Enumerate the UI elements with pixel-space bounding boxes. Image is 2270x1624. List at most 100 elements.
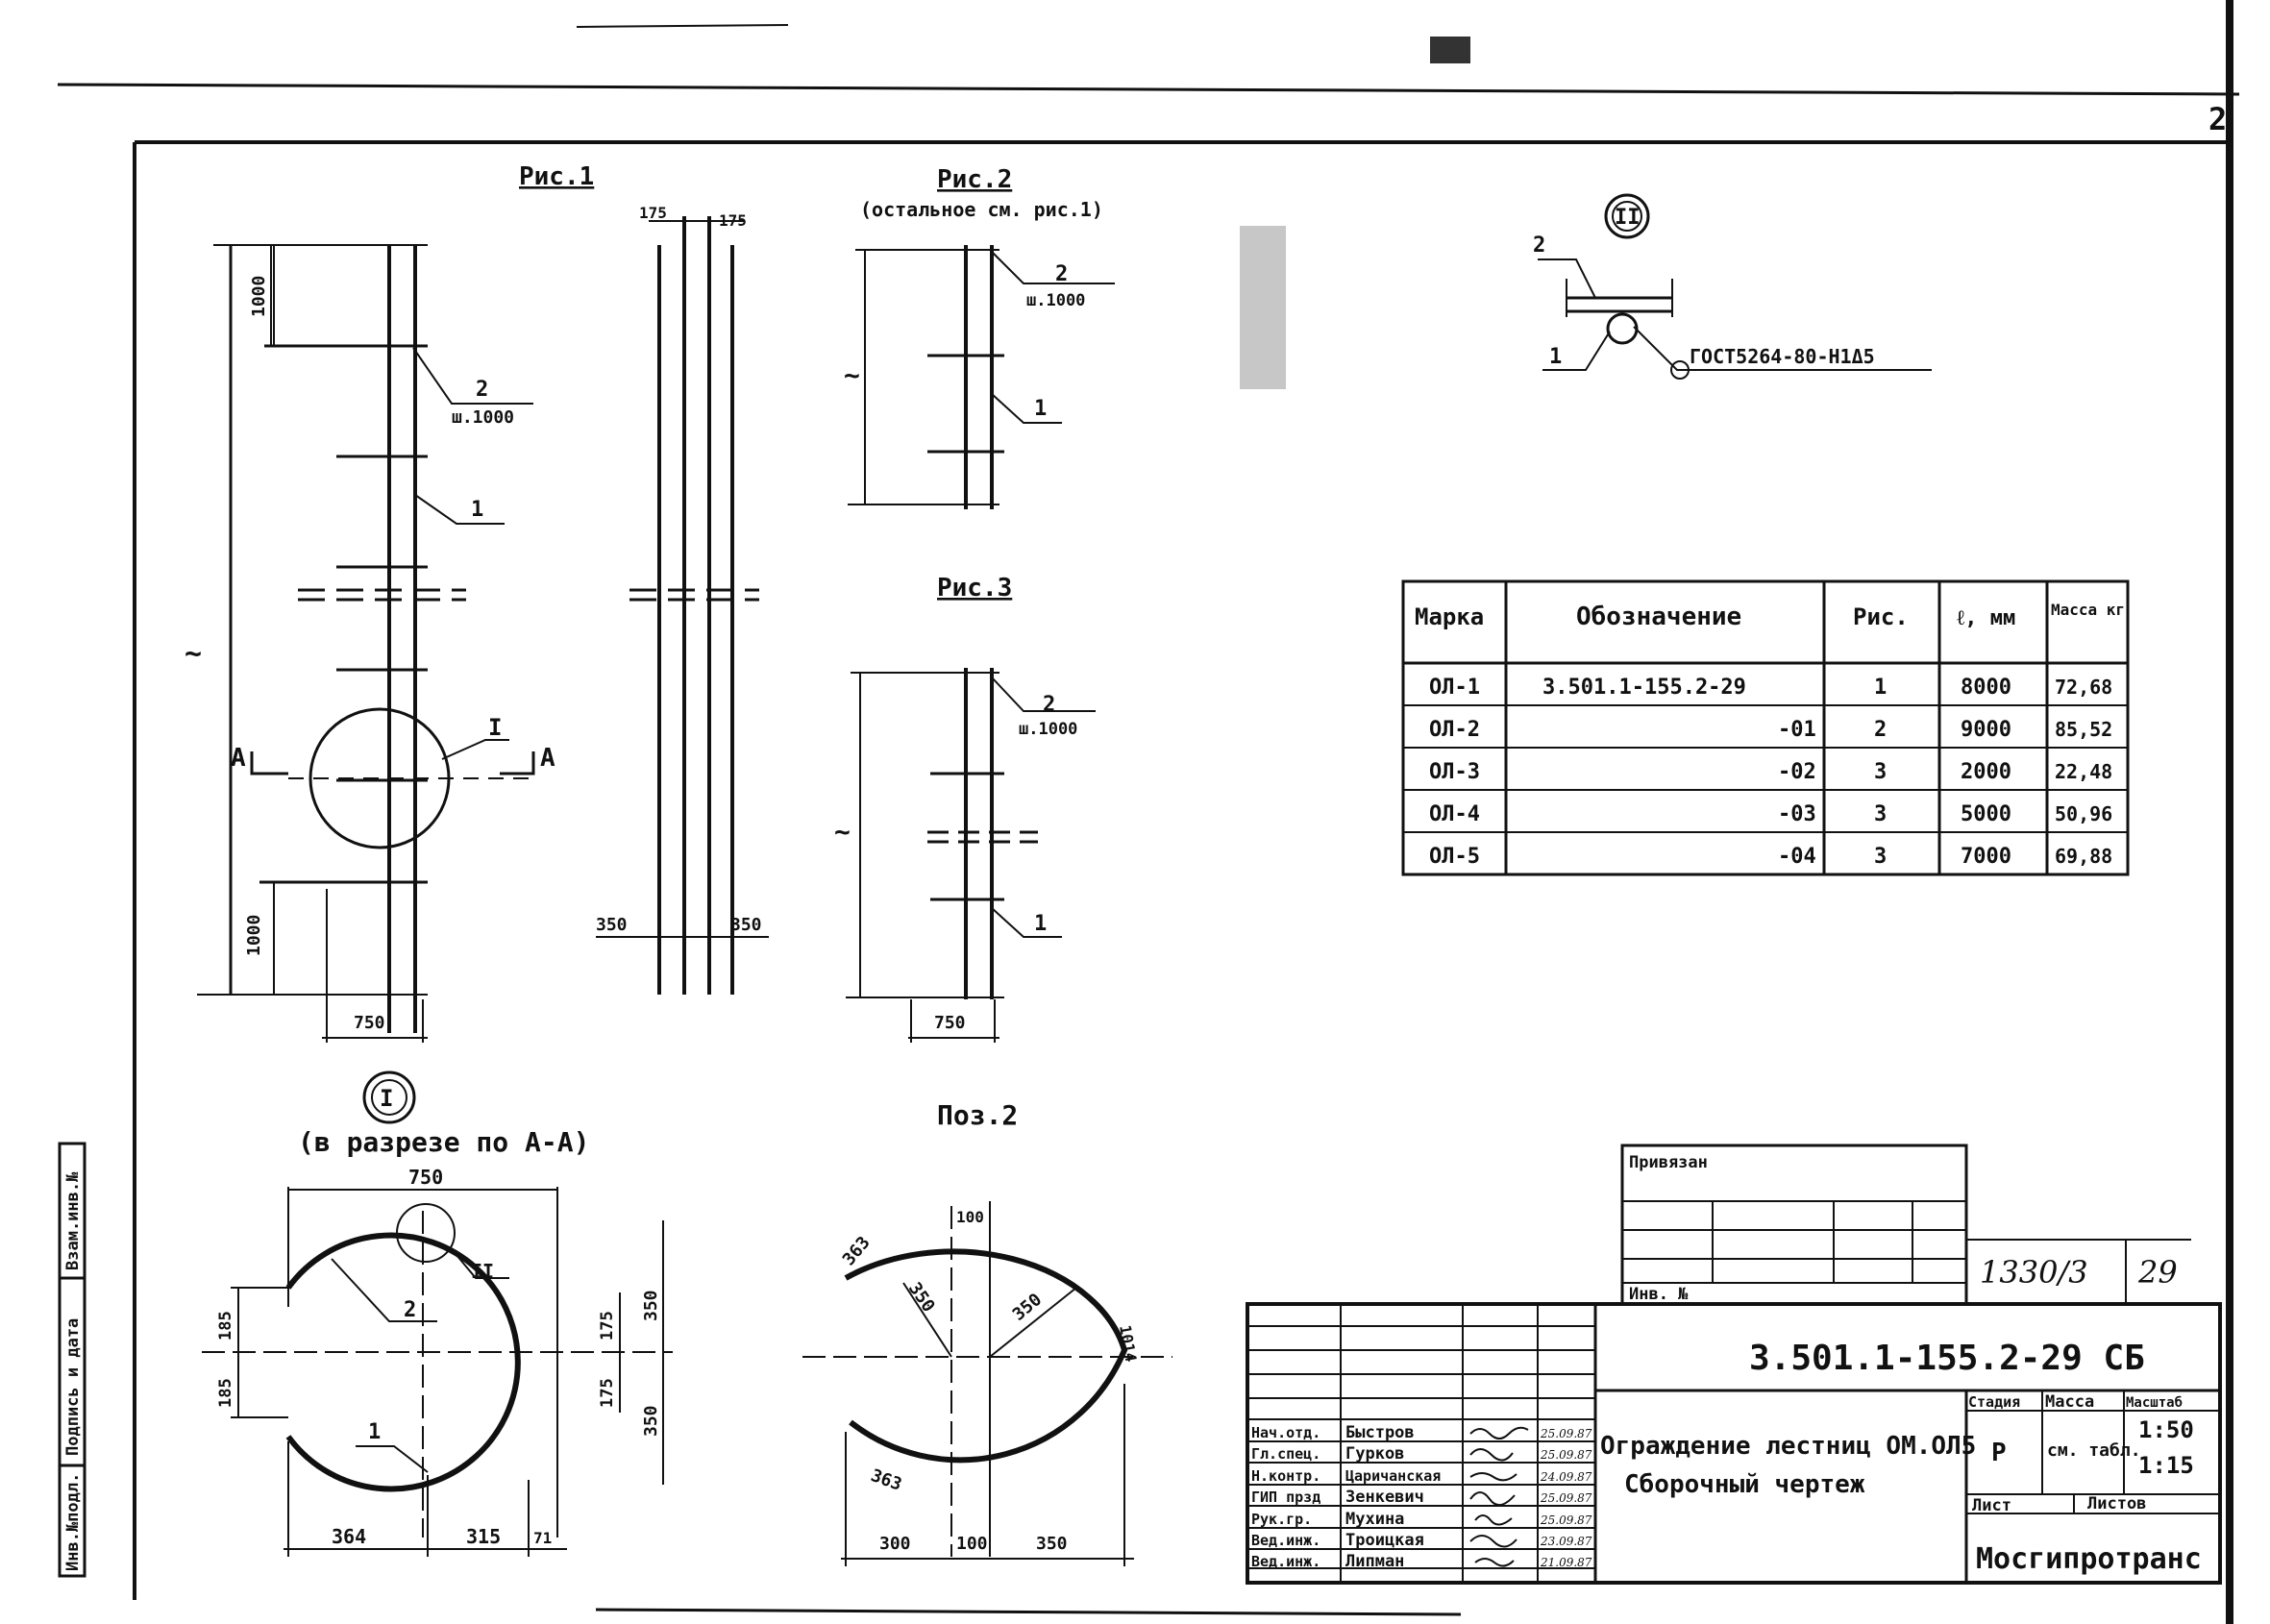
- tb-stage-hdr: Стадия: [1968, 1393, 2020, 1411]
- detail-II-label-2: 2: [1533, 234, 1545, 258]
- spec-row3-mark: ОЛ-3: [1429, 760, 1480, 784]
- rail-dim-a: 175: [639, 204, 667, 222]
- spec-hdr-fig: Рис.: [1853, 603, 1909, 630]
- fig3-label-rail: 2: [1043, 693, 1055, 717]
- tb-handwritten-number: 1330/3: [1980, 1254, 2088, 1291]
- fig2-label-rail: 2: [1055, 262, 1068, 286]
- fig3-label-pos: 1: [1034, 912, 1047, 936]
- section-I-dim-bottom-2: 315: [466, 1525, 501, 1548]
- fig2-subtitle: (остальное см. рис.1): [860, 198, 1103, 221]
- section-I-dim-left-2: 185: [216, 1378, 235, 1408]
- poz2-radius-2: 350: [1009, 1290, 1046, 1325]
- scan-edges: [57, 0, 2240, 1624]
- spec-row4-mass: 50,96: [2055, 802, 2112, 825]
- fig1-section-right: А: [540, 744, 555, 773]
- tb-date-5: 25.09.87: [1540, 1513, 1592, 1527]
- fig2-title: Рис.2: [937, 165, 1012, 194]
- fig1-drawing: Рис.1 750 1000 1000 ~ 2 ш.1000 1 I А: [185, 162, 594, 1043]
- spec-row5-len: 7000: [1961, 845, 2011, 869]
- spec-row3-code: -02: [1778, 760, 1816, 784]
- poz2-dim-bottom-3: 350: [1036, 1534, 1068, 1554]
- section-I-dim-bottom-3: 71: [533, 1529, 552, 1547]
- tb-role-2: Гл.спец.: [1251, 1445, 1320, 1463]
- poz2-title: Поз.2: [937, 1099, 1018, 1131]
- spec-row4-fig: 3: [1874, 802, 1887, 826]
- tb-name-7: Липман: [1345, 1552, 1404, 1571]
- spec-row1-fig: 1: [1874, 676, 1887, 700]
- spec-row2-code: -01: [1778, 718, 1816, 742]
- spec-row5-code: -04: [1778, 845, 1816, 869]
- spec-row3-fig: 3: [1874, 760, 1887, 784]
- spec-row4-code: -03: [1778, 802, 1816, 826]
- spec-table: Марка Обозначение Рис. ℓ, мм Масса кг ОЛ…: [1401, 579, 2130, 876]
- spec-row2-len: 9000: [1961, 718, 2011, 742]
- section-I-width: 750: [408, 1166, 443, 1189]
- fig3-label-rail-sub: ш.1000: [1019, 720, 1077, 739]
- fig1-label-pos: 1: [471, 498, 483, 522]
- fig3-len-approx: ~: [834, 816, 851, 848]
- spec-hdr-mass: Масса кг: [2051, 601, 2125, 619]
- tb-sheet-hdr: Лист: [1972, 1496, 2011, 1515]
- tb-role-3: Н.контр.: [1251, 1467, 1320, 1485]
- section-I-dim-far-1: 350: [641, 1290, 661, 1321]
- section-I-dim-right-1: 175: [598, 1311, 617, 1341]
- spec-row5-fig: 3: [1874, 845, 1887, 869]
- fig2-label-rail-sub: ш.1000: [1026, 291, 1085, 310]
- stamp-replace-label: Взам.инв.№: [63, 1171, 83, 1270]
- section-I-dim-right-2: 175: [598, 1378, 617, 1408]
- tb-name-5: Мухина: [1345, 1510, 1404, 1529]
- fig1-label-rail-sub: ш.1000: [452, 407, 514, 428]
- tb-date-1: 25.09.87: [1540, 1427, 1592, 1440]
- fig2-label-pos: 1: [1034, 397, 1047, 421]
- tb-scale-val-1: 1:50: [2138, 1416, 2194, 1443]
- spec-row2-fig: 2: [1874, 718, 1887, 742]
- section-I-mark: I: [380, 1085, 393, 1112]
- tb-role-4: ГИП прзд: [1251, 1489, 1320, 1506]
- fig3-width-dim: 750: [934, 1013, 966, 1033]
- section-I-dim-left-1: 185: [216, 1311, 235, 1341]
- fig1-len-bottom: 1000: [244, 915, 264, 956]
- tb-date-6: 23.09.87: [1540, 1535, 1592, 1548]
- section-I-label-2: 2: [404, 1298, 416, 1322]
- tb-scale-hdr: Масштаб: [2126, 1395, 2183, 1411]
- tb-name-2: Гурков: [1345, 1444, 1404, 1464]
- tb-date-4: 25.09.87: [1540, 1491, 1592, 1505]
- tb-role-6: Вед.инж.: [1251, 1532, 1320, 1549]
- stamp-inv-label: Инв.№подл.: [63, 1473, 83, 1571]
- poz2-drawing: Поз.2 100 350 350 363 363 1014 300 100 3…: [802, 1099, 1172, 1566]
- tb-name-line1: Ограждение лестниц ОМ.ОЛ5: [1600, 1432, 1976, 1461]
- spec-row5-mark: ОЛ-5: [1429, 845, 1480, 869]
- tb-privyazan: Привязан: [1629, 1153, 1708, 1172]
- tb-name-line2: Сборочный чертеж: [1624, 1470, 1865, 1499]
- tb-name-1: Быстров: [1345, 1423, 1415, 1442]
- section-I-dim-far-2: 350: [641, 1405, 661, 1437]
- poz2-dim-363-b: 363: [868, 1465, 904, 1495]
- fig3-drawing: Рис.3 ~ 750 2 ш.1000 1: [834, 574, 1096, 1043]
- rail-dim-c: 350: [596, 915, 628, 935]
- signatures: [1469, 1426, 1529, 1567]
- title-block: Привязан Инв. № 1330/3 29 3.501.1-155.2-…: [1246, 1144, 2222, 1585]
- tb-stage-val: Р: [1991, 1439, 2007, 1467]
- spec-row2-mark: ОЛ-2: [1429, 718, 1480, 742]
- spec-row4-len: 5000: [1961, 802, 2011, 826]
- rail-dim-d: 350: [730, 915, 762, 935]
- tb-org: Мосгипротранс: [1976, 1542, 2202, 1576]
- fig1-label-rail: 2: [476, 378, 488, 402]
- detail-II-mark: II: [1615, 206, 1641, 230]
- fig2-len-approx: ~: [844, 359, 860, 391]
- fig1-callout: I: [488, 714, 502, 741]
- tb-date-3: 24.09.87: [1540, 1470, 1592, 1484]
- spec-row4-mark: ОЛ-4: [1429, 802, 1480, 826]
- poz2-dim-bottom-1: 300: [879, 1534, 911, 1554]
- spec-row1-mass: 72,68: [2055, 676, 2112, 699]
- section-I-subtitle: (в разрезе по А-А): [298, 1126, 589, 1158]
- tb-sheets-hdr: Листов: [2087, 1494, 2146, 1513]
- side-stamp: Инв.№подл. Подпись и дата Взам.инв.№: [58, 1142, 86, 1578]
- tb-date-7: 21.09.87: [1540, 1556, 1592, 1569]
- tb-role-7: Вед.инж.: [1251, 1553, 1320, 1570]
- spec-row5-mass: 69,88: [2055, 845, 2112, 868]
- spec-hdr-mark: Марка: [1415, 603, 1484, 630]
- poz2-radius-1: 350: [904, 1279, 939, 1316]
- fig1-section-left: А: [231, 744, 246, 773]
- fig1-title: Рис.1: [519, 162, 594, 191]
